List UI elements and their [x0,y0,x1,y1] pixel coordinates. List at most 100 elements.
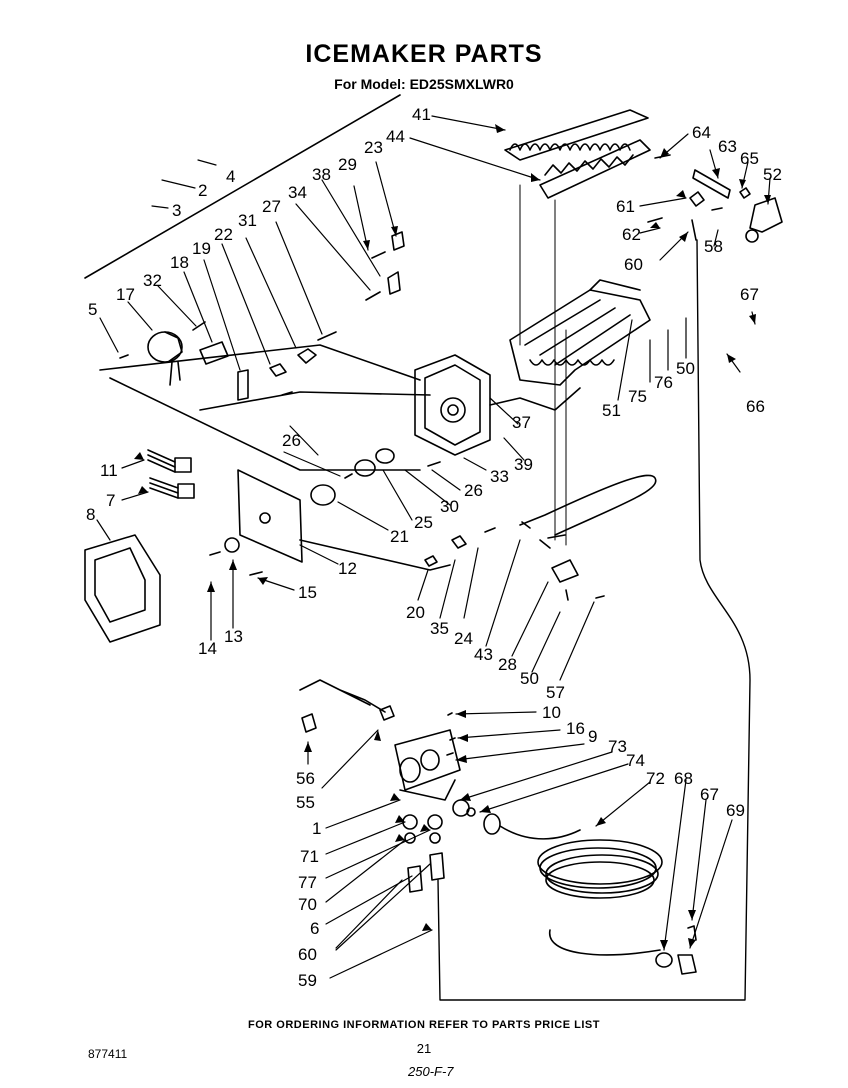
callout-59: 59 [298,971,317,990]
cam-and-gear [310,448,441,506]
callout-13: 13 [224,627,243,646]
clip-parts [424,527,496,567]
stripper [539,139,651,199]
fuse-56 [301,713,317,733]
callout-22: 22 [214,225,233,244]
callout-73: 73 [608,737,627,756]
callout-77: 77 [298,873,317,892]
shield [84,534,161,643]
small-parts [119,231,405,401]
document-number: 877411 [88,1047,128,1061]
callout-39: 39 [514,455,533,474]
callout-14: 14 [198,639,217,658]
callout-10: 10 [542,703,561,722]
callout-44: 44 [386,127,405,146]
callout-75: 75 [628,387,647,406]
page-number: 21 [416,1041,432,1056]
mounting-plate [209,469,303,576]
callout-20: 20 [406,603,425,622]
shutoff-arm [489,387,581,411]
wire-harness-outline [99,344,431,471]
coiled-tubing [537,839,663,956]
callout-60: 60 [624,255,643,274]
bracket-28 [551,559,605,601]
callout-18: 18 [170,253,189,272]
callout-58: 58 [704,237,723,256]
callout-61: 61 [616,197,635,216]
callout-27: 27 [262,197,281,216]
ordering-note: FOR ORDERING INFORMATION REFER TO PARTS … [248,1019,600,1031]
callout-57: 57 [546,683,565,702]
ice-mold [509,279,651,386]
water-line [437,239,751,1001]
callout-33: 33 [490,467,509,486]
callout-3: 3 [172,201,181,220]
callout-26: 26 [282,431,301,450]
callout-52: 52 [763,165,782,184]
heater-tube [519,474,657,549]
inlet-fittings [655,925,697,975]
leader-lines [96,115,771,979]
callout-8: 8 [86,505,95,524]
callout-11: 11 [100,461,118,480]
callout-5: 5 [88,300,97,319]
wire-harness [147,449,195,499]
callout-43: 43 [474,645,493,664]
callout-2: 2 [198,181,207,200]
callout-70: 70 [298,895,317,914]
callout-63: 63 [718,137,737,156]
callout-31: 31 [238,211,257,230]
callout-37: 37 [512,413,531,432]
callout-56: 56 [296,769,315,788]
callout-32: 32 [143,271,162,290]
callout-64: 64 [692,123,711,142]
callout-74: 74 [626,751,645,770]
callout-23: 23 [364,138,383,157]
callout-50: 50 [676,359,695,378]
callout-67b: 67 [700,785,719,804]
callout-6: 6 [310,919,319,938]
callout-25: 25 [414,513,433,532]
callout-68: 68 [674,769,693,788]
page-title: ICEMAKER PARTS [305,40,543,68]
callout-51: 51 [602,401,621,420]
motor [147,331,183,386]
callout-29: 29 [338,155,357,174]
arrowheads [134,124,771,950]
water-valve [394,712,581,840]
callout-71: 71 [300,847,319,866]
callout-1: 1 [312,819,321,838]
callout-50b: 50 [520,669,539,688]
callout-17: 17 [116,285,135,304]
drive-gear [199,341,229,365]
callout-28: 28 [498,655,517,674]
callout-41: 41 [412,105,431,124]
callout-24: 24 [454,629,473,648]
callout-66: 66 [746,397,765,416]
callout-12: 12 [338,559,357,578]
callout-26b: 26 [464,481,483,500]
callout-35: 35 [430,619,449,638]
callout-9: 9 [588,727,597,746]
callout-76: 76 [654,373,673,392]
model-line: For Model: ED25SMXLWR0 [334,76,514,92]
callout-19: 19 [192,239,211,258]
callout-65: 65 [740,149,759,168]
callout-16: 16 [566,719,585,738]
callout-4: 4 [226,167,235,186]
callout-67: 67 [740,285,759,304]
callout-21: 21 [390,527,409,546]
callout-labels: 41 44 64 63 65 52 29 23 38 34 27 31 22 1… [86,105,782,990]
callout-15: 15 [298,583,317,602]
callout-72: 72 [646,769,665,788]
wiring-harness-55 [299,679,395,721]
cabinet-outline [84,94,401,279]
callout-30: 30 [440,497,459,516]
connector-line [299,539,451,571]
callout-38: 38 [312,165,331,184]
callout-60b: 60 [298,945,317,964]
callout-34: 34 [288,183,307,202]
callout-69: 69 [726,801,745,820]
callout-55: 55 [296,793,315,812]
